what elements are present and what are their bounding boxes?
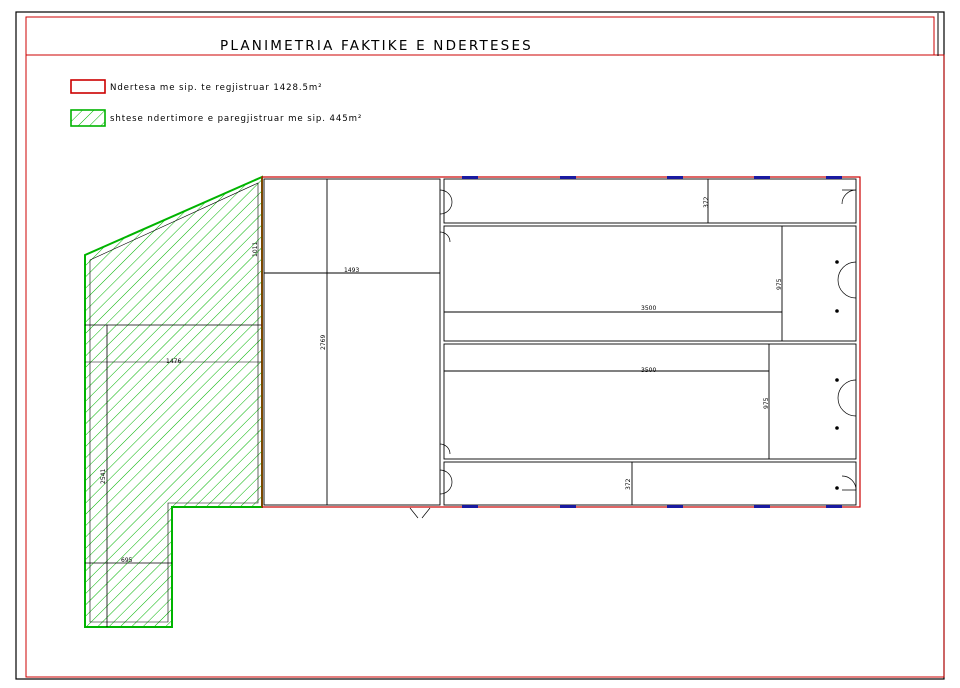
dimension-label: 372	[625, 478, 632, 490]
room-top	[443, 178, 857, 224]
windows-top	[462, 176, 842, 179]
drawing-title: PLANIMETRIA FAKTIKE E NDERTESES	[220, 38, 533, 54]
registered-building-outline	[261, 176, 861, 508]
unregistered-addition-area	[84, 175, 263, 628]
door-icon	[409, 189, 857, 519]
legend-label-unregistered: shtese ndertimore e paregjistruar me sip…	[110, 114, 362, 124]
room-lower	[443, 343, 857, 460]
dimension-label: 2541	[100, 469, 107, 484]
dimension-label: 695	[121, 557, 133, 564]
dimension-label: 3500	[641, 367, 656, 374]
dimension-label: 372	[703, 196, 710, 208]
title-block-frame	[25, 16, 935, 56]
dimension-label: 975	[776, 278, 783, 290]
door-hinge-markers	[835, 260, 839, 490]
legend-label-registered: Ndertesa me sip. te regjistruar 1428.5m²	[110, 83, 323, 93]
legend-swatch-registered	[70, 79, 106, 94]
dimension-label: 3500	[641, 305, 656, 312]
dimension-label: 1476	[166, 358, 181, 365]
addition-inner-outline	[89, 182, 259, 623]
legend-swatch-unregistered	[70, 109, 106, 127]
dimension-label: 1011	[252, 242, 259, 257]
windows-bottom	[462, 505, 842, 508]
dimension-label: 975	[763, 397, 770, 409]
dimension-label: 2769	[320, 335, 327, 350]
dimension-label: 1493	[344, 267, 359, 274]
left-hall	[263, 178, 441, 506]
room-bottom	[443, 461, 857, 506]
room-upper	[443, 225, 857, 342]
